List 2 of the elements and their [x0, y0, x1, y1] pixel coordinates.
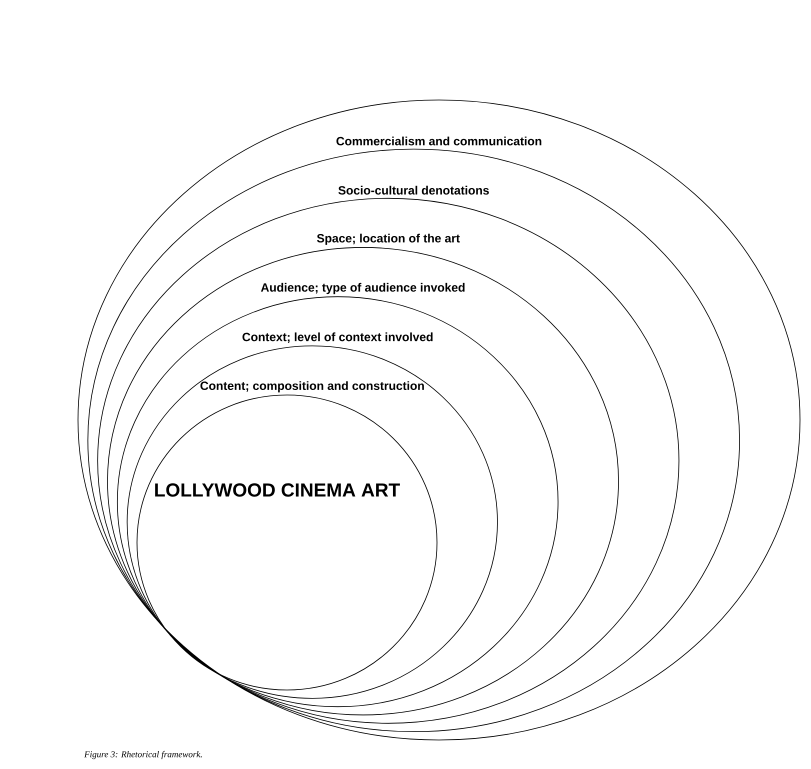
figure-caption: Figure 3: Rhetorical framework.: [84, 750, 202, 760]
ring: LOLLYWOOD CINEMA ART: [136, 394, 438, 690]
